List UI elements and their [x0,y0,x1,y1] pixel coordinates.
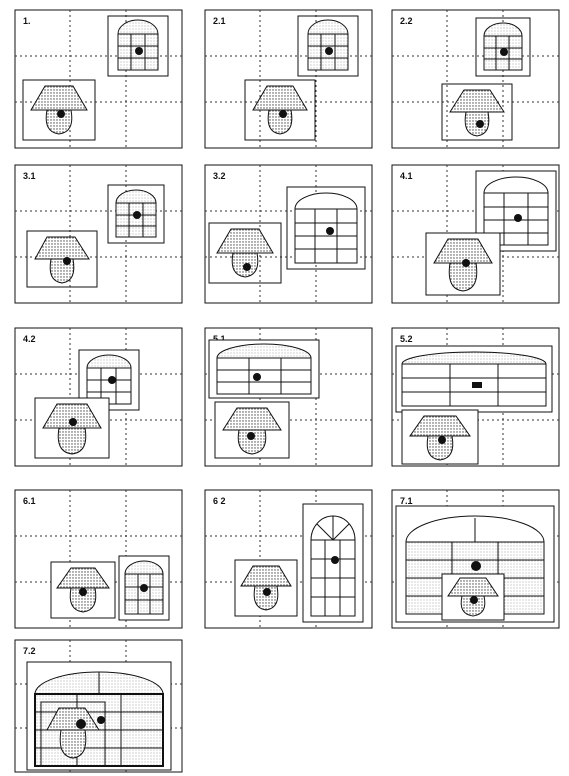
panel-label: 4.1 [400,171,413,181]
window-icon [119,556,169,620]
panel-label: 3.2 [213,171,226,181]
panel-7-1: 7.1 [392,490,559,628]
lamp-icon [235,560,297,616]
panel-label: 6.1 [23,496,36,506]
panel-7-2: 7.2 [15,640,182,772]
lamp-icon [442,574,504,620]
panel-2-1: 2.1 [205,10,372,148]
lamp-icon [215,402,289,458]
lamp-icon [51,562,115,618]
window-icon [27,662,171,770]
window-icon [209,340,319,398]
panel-4-2: 4.2 [15,328,182,466]
panel-3-1: 3.1 [15,165,182,303]
panel-6-2: 6 2 [205,490,372,628]
panel-5-1: 5.1 [205,328,372,466]
panel-label: 5.2 [400,334,413,344]
panel-4-1: 4.1 [392,165,559,303]
panel-label: 7.2 [23,646,36,656]
panel-1: 1. [15,10,182,148]
lamp-icon [402,410,478,464]
panel-3-2: 3.2 [205,165,372,303]
panel-6-1: 6.1 [15,490,182,628]
panel-label: 1. [23,16,31,26]
window-icon [303,504,363,622]
lamp-icon [35,398,109,458]
panel-label: 2.2 [400,16,413,26]
lamp-icon [426,233,500,295]
panel-label: 4.2 [23,334,36,344]
panel-5-2: 5.2 [392,328,559,466]
panel-label: 3.1 [23,171,36,181]
panel-label: 2.1 [213,16,226,26]
window-icon [396,346,552,412]
panel-2-2: 2.2 [392,10,559,148]
panel-label: 7.1 [400,496,413,506]
panel-label: 6 2 [213,496,226,506]
